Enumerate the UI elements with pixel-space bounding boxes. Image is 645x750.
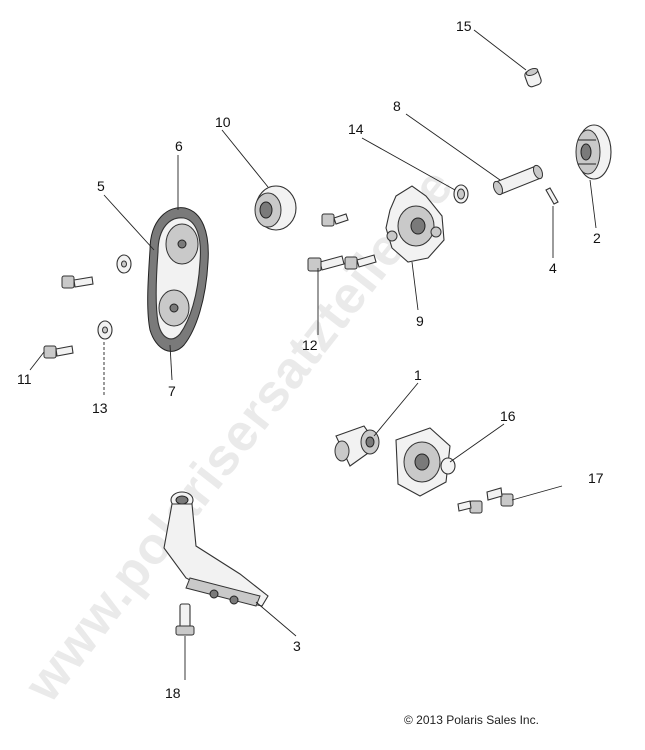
leader-lines — [29, 29, 597, 680]
callout-14: 14 — [348, 121, 364, 137]
part-9-pump-housing — [385, 185, 445, 263]
part-17-bolt-a — [457, 500, 483, 514]
copyright-text: © 2013 Polaris Sales Inc. — [404, 713, 539, 727]
callout-1: 1 — [414, 367, 422, 383]
callout-2: 2 — [593, 230, 601, 246]
part-17-bolt-b — [486, 487, 514, 507]
part-12-bolt-a — [307, 255, 345, 272]
part-14-ring — [453, 184, 469, 204]
part-4-pin — [545, 187, 559, 205]
callout-15: 15 — [456, 18, 472, 34]
part-15-sleeve — [524, 68, 542, 88]
callout-9: 9 — [416, 313, 424, 329]
part-12-bolt-b — [344, 254, 377, 270]
part-3-oil-pickup — [163, 491, 269, 607]
callout-8: 8 — [393, 98, 401, 114]
part-13-washer — [97, 320, 113, 340]
callout-12: 12 — [302, 337, 318, 353]
part-18-stud — [175, 603, 195, 636]
callout-11: 11 — [17, 371, 32, 387]
callout-6: 6 — [175, 138, 183, 154]
part-10-seal — [254, 185, 297, 231]
callout-4: 4 — [549, 260, 557, 276]
part-6-chain — [147, 207, 209, 352]
part-16-pump — [395, 427, 456, 497]
part-5-washer — [116, 254, 132, 274]
bolt-chain-upper — [61, 275, 94, 289]
part-8-shaft — [492, 164, 544, 196]
callout-13: 13 — [92, 400, 108, 416]
callout-16: 16 — [500, 408, 516, 424]
callout-7: 7 — [168, 383, 176, 399]
callout-10: 10 — [215, 114, 231, 130]
callout-17: 17 — [588, 470, 604, 486]
callout-3: 3 — [293, 638, 301, 654]
part-2-gear — [575, 124, 612, 180]
callout-18: 18 — [165, 685, 181, 701]
callout-5: 5 — [97, 178, 105, 194]
part-11-bolt — [43, 345, 74, 359]
bolt-upper — [321, 213, 349, 227]
part-1-coupler — [334, 425, 380, 467]
